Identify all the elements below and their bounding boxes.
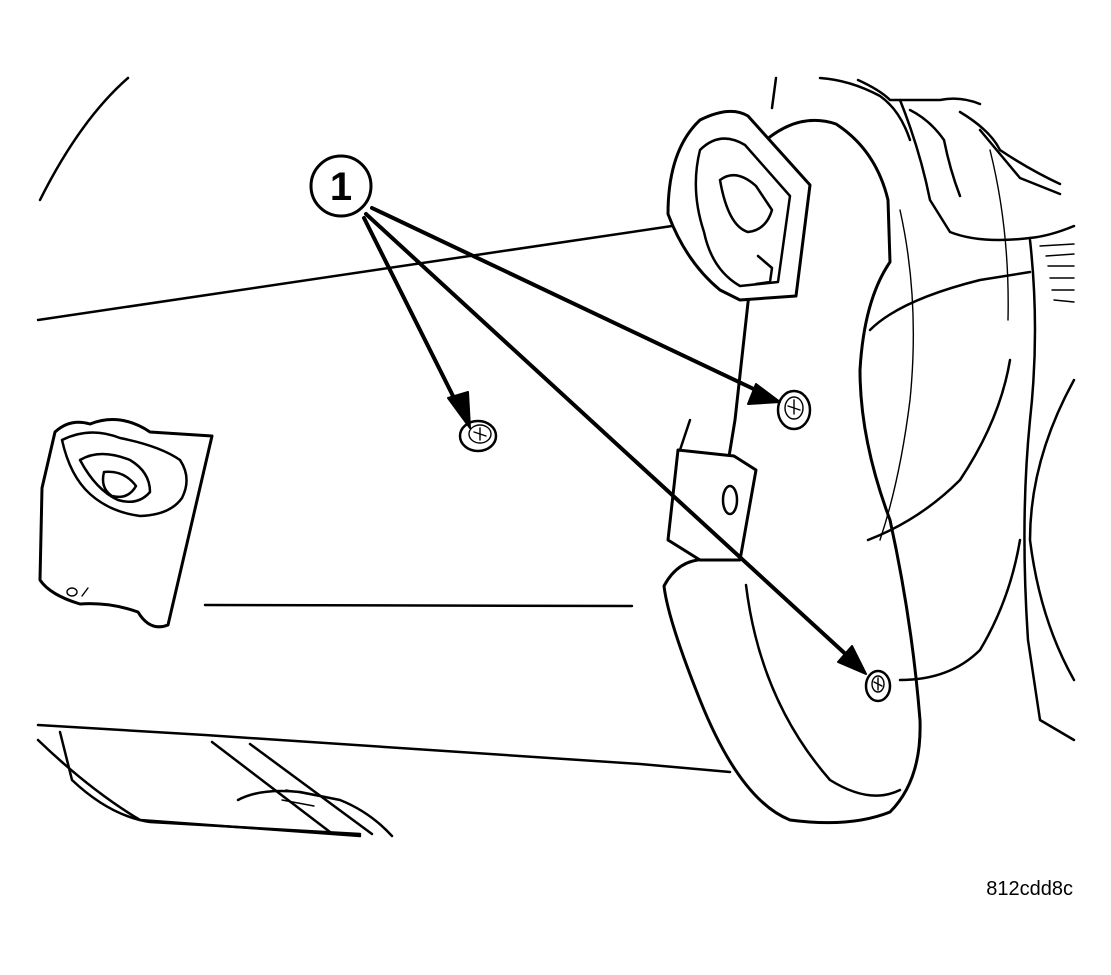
screw-icon bbox=[776, 389, 812, 431]
left-latch-detail bbox=[38, 418, 214, 629]
seat-side-shield bbox=[662, 109, 922, 825]
lower-trim bbox=[58, 730, 394, 838]
callout-label: 1 bbox=[330, 165, 352, 209]
screw-icon bbox=[864, 669, 892, 703]
figure-id: 812cdd8c bbox=[986, 878, 1073, 900]
interior-panel bbox=[36, 76, 732, 838]
screw-icon bbox=[458, 419, 498, 453]
leader-arrows bbox=[362, 206, 867, 675]
callout-1: 1 bbox=[309, 154, 373, 218]
seat-cushion bbox=[770, 76, 1076, 742]
